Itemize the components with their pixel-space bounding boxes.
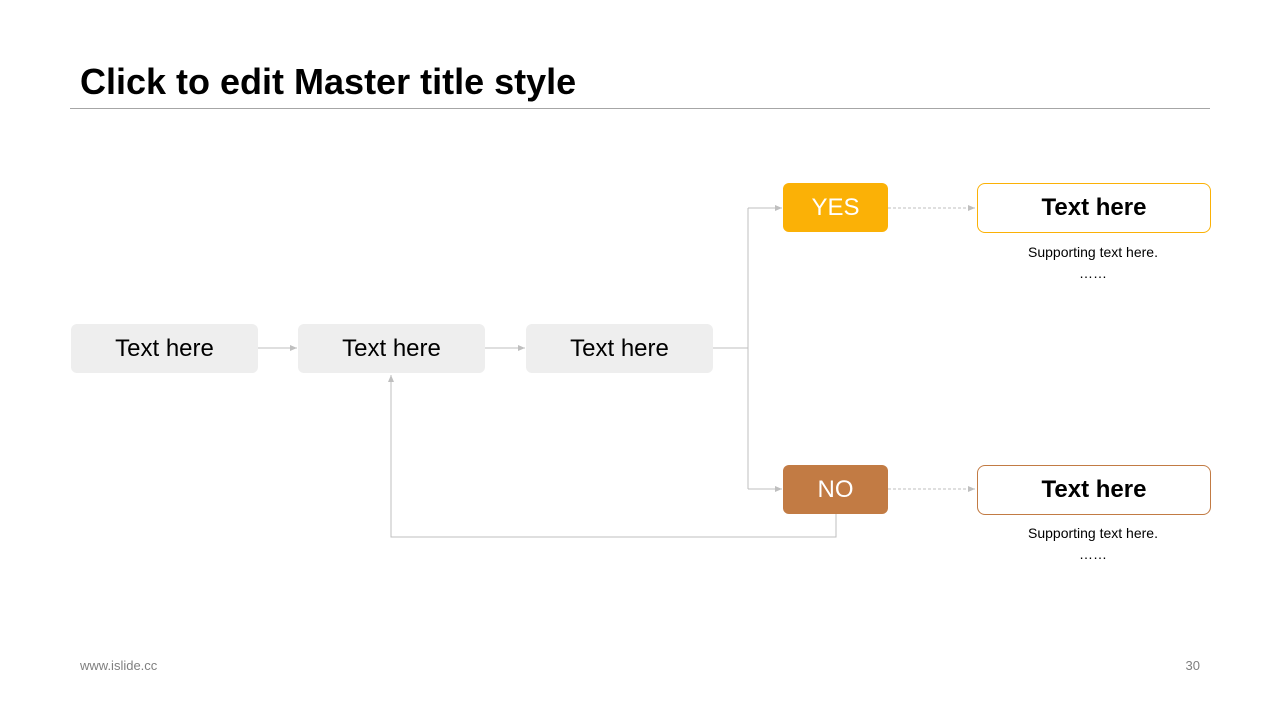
no-support-text: Supporting text here. — [1028, 525, 1158, 541]
decision-no[interactable]: NO — [783, 465, 888, 514]
no-support-ellipsis: …… — [1079, 546, 1107, 562]
page-number: 30 — [1185, 658, 1200, 673]
connector-no-loop-back — [388, 375, 837, 538]
yes-outcome-support: Supporting text here. …… — [977, 242, 1209, 284]
yes-support-ellipsis: …… — [1079, 265, 1107, 281]
process-step-2[interactable]: Text here — [298, 324, 485, 373]
process-step-3[interactable]: Text here — [526, 324, 713, 373]
no-outcome-support: Supporting text here. …… — [977, 523, 1209, 565]
process-step-1[interactable]: Text here — [71, 324, 258, 373]
title-divider — [70, 108, 1210, 109]
slide-title: Click to edit Master title style — [80, 61, 577, 102]
yes-support-text: Supporting text here. — [1028, 244, 1158, 260]
footer-url: www.islide.cc — [80, 658, 158, 673]
no-outcome-box[interactable]: Text here — [977, 465, 1211, 515]
yes-outcome-box[interactable]: Text here — [977, 183, 1211, 233]
decision-yes[interactable]: YES — [783, 183, 888, 232]
